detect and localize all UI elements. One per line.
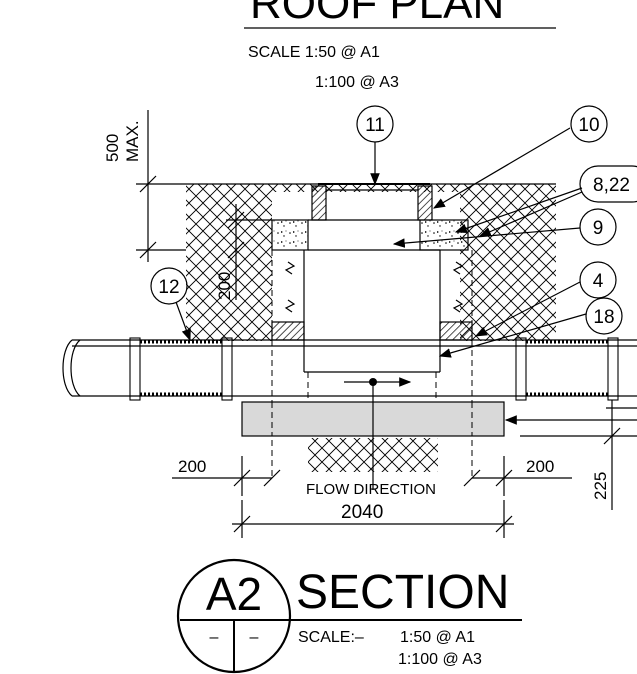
section-scale-label: SCALE:– [298,629,364,646]
callout-10: 10 [570,105,608,143]
svg-text:11: 11 [365,115,385,136]
svg-text:4: 4 [593,271,604,292]
dimension-500-max: 500 MAX. [103,110,186,262]
callout-12: 12 [150,267,188,305]
svg-text:200: 200 [178,457,206,476]
header-title-group: ROOF PLAN SCALE 1:50 @ A1 1:100 @ A3 [244,0,556,91]
dim-max: MAX. [123,120,142,162]
scale-line-2: 1:100 @ A3 [315,74,399,91]
section-scale-1: 1:50 @ A1 [400,629,475,646]
dim-500: 500 [103,134,122,162]
callout-leaders [175,127,637,425]
callout-11: 11 [356,105,394,143]
section-badge-left: – [210,629,219,646]
svg-text:2040: 2040 [341,502,383,523]
flow-direction-indicator: FLOW DIRECTION [306,377,436,498]
svg-text:18: 18 [593,307,614,328]
dimension-200-vertical: 200 [215,204,272,300]
callout-4: 4 [579,261,617,299]
svg-text:200: 200 [526,457,554,476]
section-badge-id: A2 [206,568,262,620]
section-badge-right: – [250,629,259,646]
svg-text:12: 12 [158,277,179,298]
callout-8-22: 8,22 [579,165,637,203]
drawing-title: ROOF PLAN [250,0,504,28]
dimension-200-left: 200 [172,456,281,496]
callout-9: 9 [579,208,617,246]
section-title: SECTION [296,566,509,619]
dimension-225: 225 [520,400,637,510]
svg-text:225: 225 [591,472,610,500]
svg-text:10: 10 [578,115,599,136]
section-title-block: A2 – – SECTION SCALE:– 1:50 @ A1 1:100 @… [176,558,522,674]
svg-text:8,22: 8,22 [593,175,630,196]
section-scale-2: 1:100 @ A3 [398,651,482,668]
svg-text:200: 200 [215,272,234,300]
dimension-200-right: 200 [463,456,572,496]
svg-text:9: 9 [593,218,604,239]
drain-pipe [62,337,637,401]
callout-18: 18 [585,297,623,335]
scale-line-1: SCALE 1:50 @ A1 [248,44,380,61]
flow-direction-label: FLOW DIRECTION [306,481,436,498]
dimension-2040: 2040 [232,500,514,538]
